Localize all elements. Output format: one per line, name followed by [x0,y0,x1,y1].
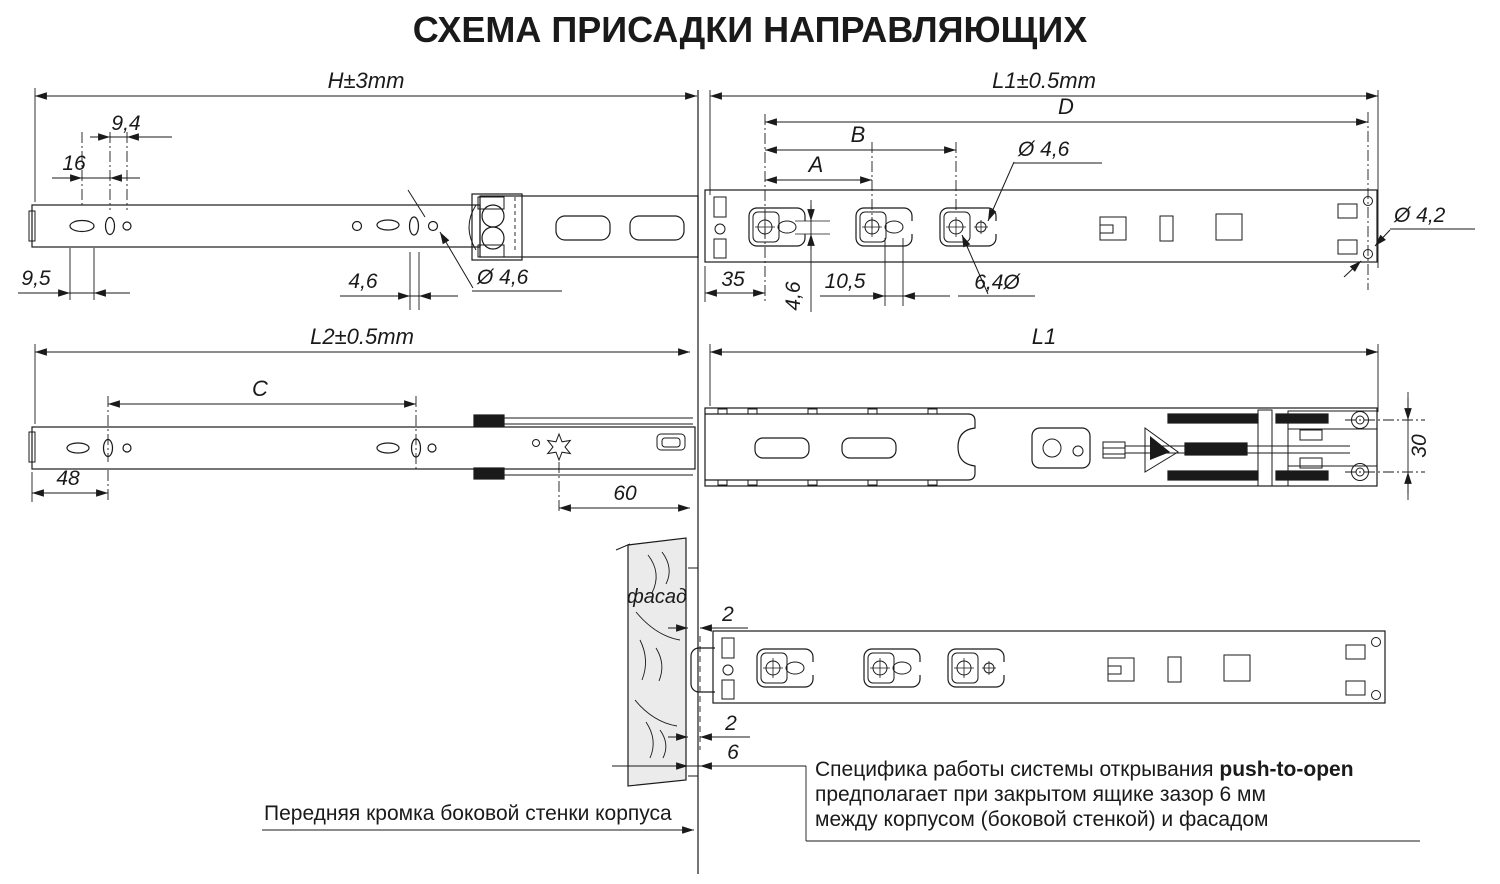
star-hole [546,432,572,462]
dim-l1-mid: L1 [1032,324,1056,349]
view-cabinet-rail-dims [704,90,1475,312]
dim-35: 35 [721,268,745,291]
bracket-cutout [1099,216,1127,241]
dia-4-6-front: Ø 4,6 [1017,138,1070,161]
dim-10-5: 10,5 [825,270,866,293]
cabinet-rail-front [704,189,1378,263]
view-slide-assembled [704,344,1425,500]
dim-d: D [1058,94,1074,119]
gap-2-bottom: 2 [724,712,737,735]
gap-6: 6 [727,741,739,764]
slot-cutout [1159,215,1174,242]
dim-a: A [807,152,824,177]
dim-16: 16 [62,152,86,175]
facade-panel [627,537,687,787]
wood-grain [634,551,681,759]
dim-h: H±3mm [328,68,405,93]
dim-4-6-side: 4,6 [348,270,378,293]
dim-l1-top: L1±0.5mm [992,68,1096,93]
note-line-1: Специфика работы системы открывания push… [815,758,1354,781]
note-push-to-open: push-to-open [1219,758,1353,781]
dim-30: 30 [1408,434,1431,458]
view-facade-section [262,537,1420,842]
view-drawer-rail-side [18,88,699,310]
dim-b: B [851,122,866,147]
keyhole-slot-with-hole [939,207,998,247]
dim-c: C [252,376,268,401]
view-drawer-rail-plan [28,344,696,514]
dim-9-4: 9,4 [111,112,140,135]
dia-4-6-side: Ø 4,6 [476,266,529,289]
dim-60: 60 [613,482,637,505]
push-to-open-mechanism [1102,409,1378,487]
dim-l2: L2±0.5mm [310,324,414,349]
dim-4-6-front: 4,6 [782,281,805,311]
cabinet-rail-front-bottom [712,630,1386,704]
note-line-2: предполагает при закрытом ящике зазор 6 … [815,783,1266,806]
keyhole-slot [748,207,807,247]
dim-9-5: 9,5 [21,267,51,290]
facade-label: фасад [627,586,687,608]
dia-4-2: Ø 4,2 [1393,204,1446,227]
note-line-3: между корпусом (боковой стенкой) и фасад… [815,808,1268,831]
note-line-1-prefix: Специфика работы системы открывания [815,758,1219,781]
drawing-title: СХЕМА ПРИСАДКИ НАПРАВЛЯЮЩИХ [413,9,1088,50]
tray-icon [656,433,686,451]
square-cutout [1215,213,1243,241]
dia-6-4: 6,4Ø [974,271,1021,294]
gap-2-top: 2 [721,603,734,626]
front-edge-label: Передняя кромка боковой стенки корпуса [264,802,672,825]
dim-48: 48 [56,467,80,490]
rail-connector [468,193,523,261]
